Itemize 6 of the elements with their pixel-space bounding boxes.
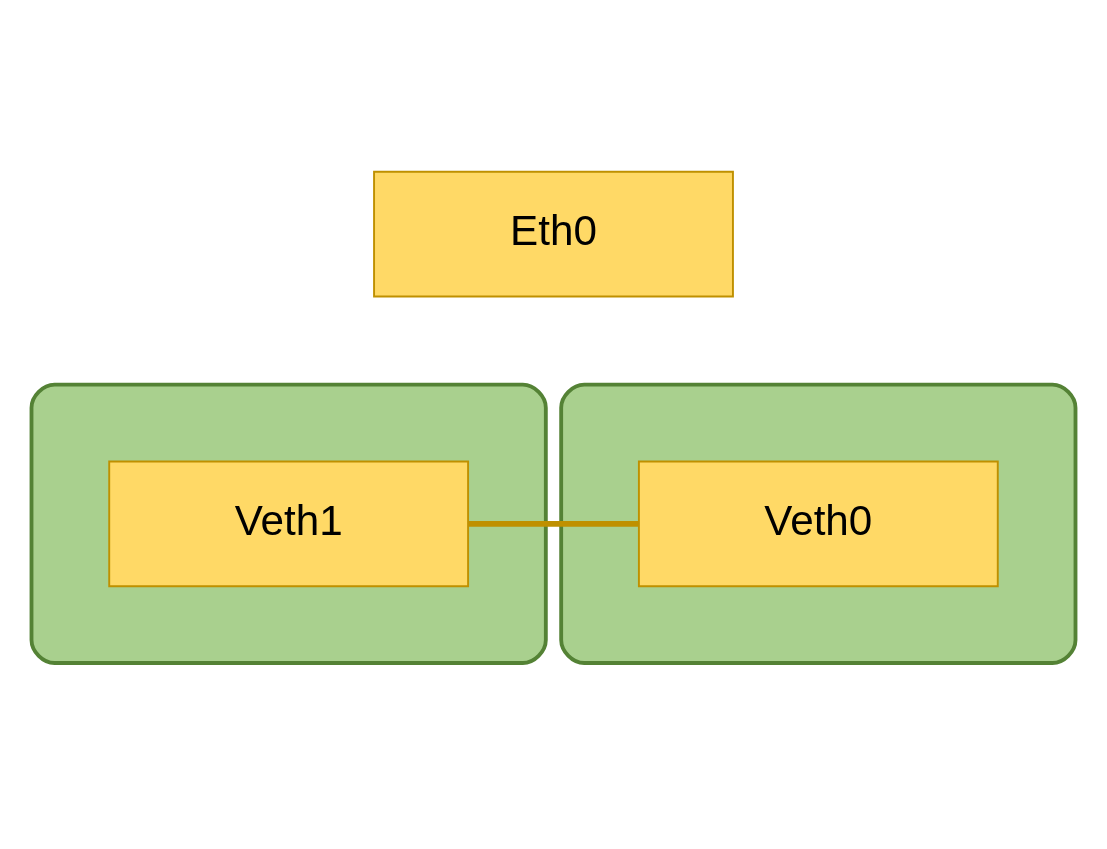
node-box: Veth1 <box>108 460 470 587</box>
node-box: Eth0 <box>373 170 734 297</box>
node-box: Veth0 <box>637 460 999 587</box>
cluster <box>29 382 548 665</box>
connector <box>468 520 639 527</box>
cluster <box>559 382 1078 665</box>
